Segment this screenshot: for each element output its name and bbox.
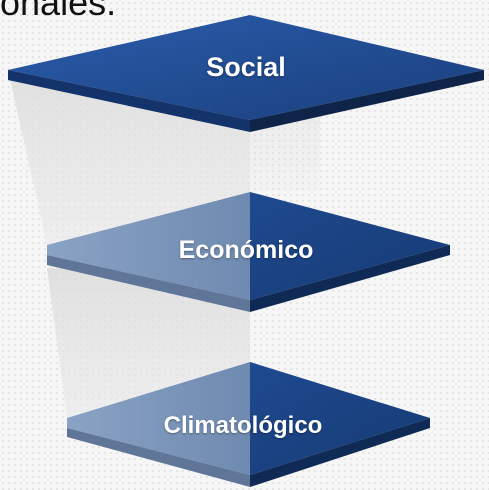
layer-social [8,15,484,132]
layer-economico-edge-right [250,245,450,312]
layer-climatologico-left-face [67,362,250,475]
connector-wall-right [250,110,320,190]
layer-label-economico: Económico [178,236,314,264]
layer-label-social: Social [206,52,286,82]
layer-social-edge-left [8,70,250,132]
layer-economico-edge-left [47,255,250,312]
layer-climatologico-right-face [250,362,430,475]
layer-label-climatologico: Climatológico [163,412,323,439]
layer-social-edge-right [250,70,484,132]
layer-economico-right-face [250,192,450,300]
layer-social-top-face [8,15,484,120]
slide-heading: onales. [0,0,117,23]
layer-climatologico [67,362,430,487]
layer-climatologico-edge-left [67,428,250,487]
layer-climatologico-edge-right [250,418,430,487]
layer-economico [47,192,450,312]
layer-economico-left-face [47,192,250,300]
